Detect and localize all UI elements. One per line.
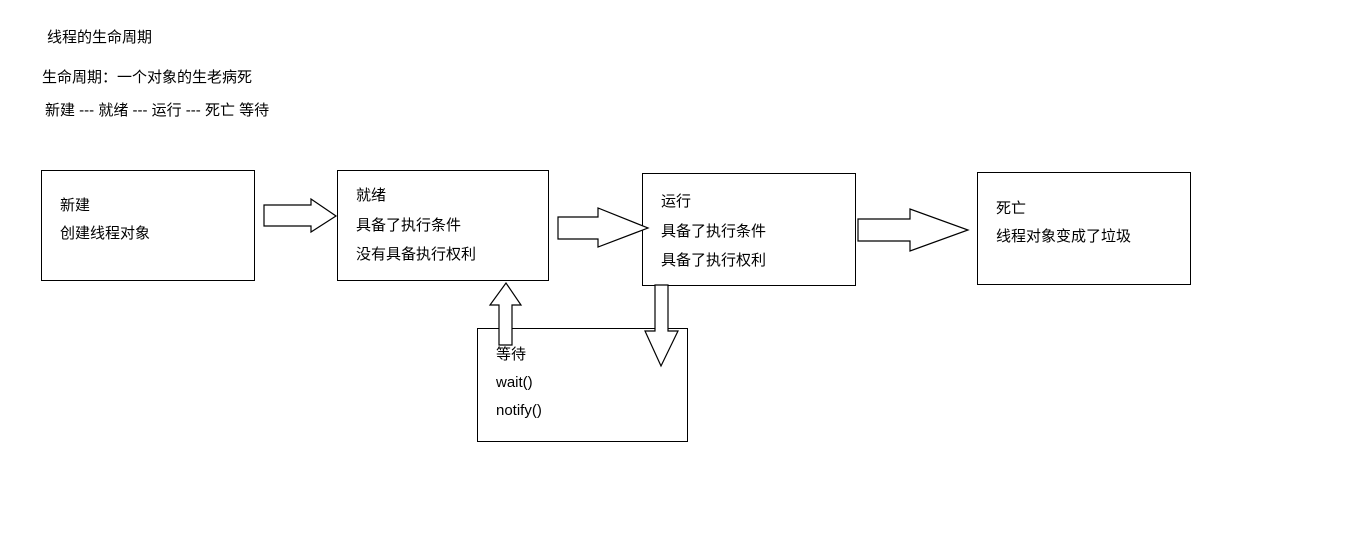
state-box-wait-line-1: 等待 <box>496 346 527 363</box>
state-box-new-line-2: 创建线程对象 <box>60 225 151 242</box>
arrow-new-to-ready <box>263 197 338 234</box>
state-box-ready-line-3: 没有具备执行权利 <box>356 246 477 263</box>
arrow-running-to-dead <box>857 208 970 252</box>
state-box-ready[interactable]: 就绪 具备了执行条件 没有具备执行权利 <box>337 170 549 281</box>
state-box-running-line-1: 运行 <box>661 193 692 210</box>
state-box-new-line-1: 新建 <box>60 197 91 214</box>
state-box-running-line-2: 具备了执行条件 <box>661 223 767 240</box>
state-box-dead-line-1: 死亡 <box>996 200 1027 217</box>
state-box-wait-line-2: wait() <box>496 374 533 391</box>
lifecycle-definition-text: 生命周期：一个对象的生老病死 <box>42 69 253 86</box>
state-box-wait-line-3: notify() <box>496 402 542 419</box>
state-box-dead-line-2: 线程对象变成了垃圾 <box>996 228 1132 245</box>
state-box-running-line-3: 具备了执行权利 <box>661 252 767 269</box>
state-sequence-text: 新建 --- 就绪 --- 运行 --- 死亡 等待 <box>45 102 270 119</box>
state-box-wait[interactable]: 等待 wait() notify() <box>477 328 688 442</box>
state-box-new[interactable]: 新建 创建线程对象 <box>41 170 255 281</box>
page-title: 线程的生命周期 <box>47 29 153 46</box>
state-box-dead[interactable]: 死亡 线程对象变成了垃圾 <box>977 172 1191 285</box>
state-box-ready-line-1: 就绪 <box>356 187 387 204</box>
state-box-ready-line-2: 具备了执行条件 <box>356 217 462 234</box>
state-box-running[interactable]: 运行 具备了执行条件 具备了执行权利 <box>642 173 856 286</box>
arrow-ready-to-running <box>557 207 650 248</box>
